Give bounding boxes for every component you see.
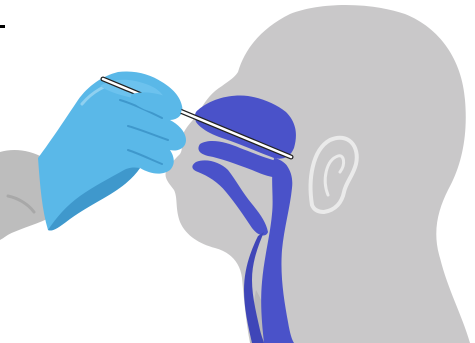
glove	[38, 71, 186, 230]
